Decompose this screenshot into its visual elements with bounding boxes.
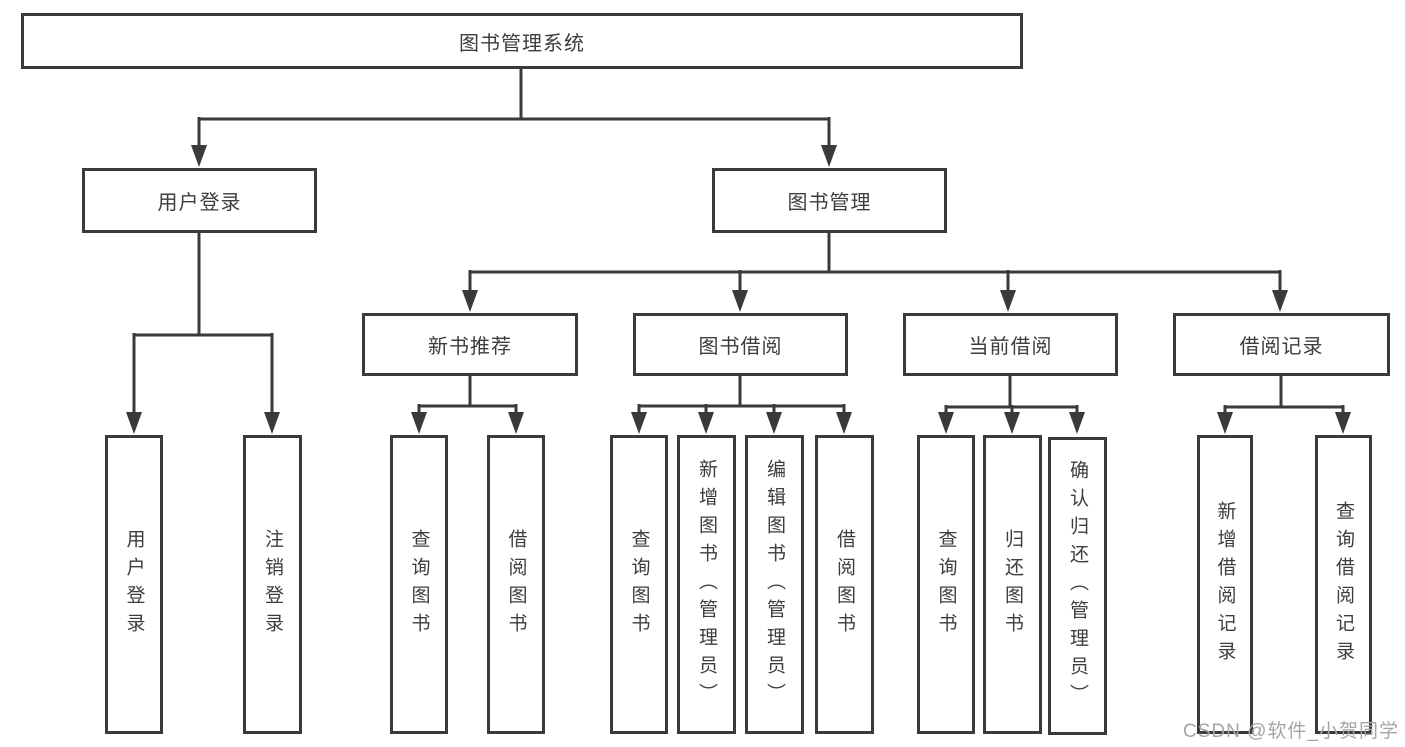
leaf-edit-books-admin: 编辑图书（管理员） xyxy=(745,435,804,734)
leaf-add-books-admin: 新增图书（管理员） xyxy=(677,435,736,734)
leaf-user-login: 用户登录 xyxy=(105,435,163,734)
node-library-system: 图书管理系统 xyxy=(21,13,1023,69)
leaf-borrow-books-label: 借阅图书 xyxy=(834,528,855,641)
node-book-management: 图书管理 xyxy=(712,168,947,233)
node-new-book-recommend-label: 新书推荐 xyxy=(428,336,512,358)
watermark: CSDN @软件_小贺同学 xyxy=(1183,721,1399,742)
leaf-borrow-books-recommend-label: 借阅图书 xyxy=(505,528,527,641)
leaf-logout-label: 注销登录 xyxy=(262,528,283,641)
leaf-query-books-current-label: 查询图书 xyxy=(935,528,957,641)
leaf-query-books-recommend-label: 查询图书 xyxy=(408,528,430,641)
leaf-query-books-borrow-label: 查询图书 xyxy=(628,528,650,641)
leaf-edit-books-admin-label: 编辑图书（管理员） xyxy=(764,458,785,711)
leaf-add-borrow-record-label: 新增借阅记录 xyxy=(1214,500,1236,669)
leaf-add-borrow-record: 新增借阅记录 xyxy=(1197,435,1253,734)
node-book-borrowing-label: 图书借阅 xyxy=(698,336,783,358)
leaf-user-login-label: 用户登录 xyxy=(123,528,145,641)
leaf-confirm-return-admin-label: 确认归还（管理员） xyxy=(1067,460,1088,712)
node-user-login: 用户登录 xyxy=(82,168,317,233)
leaf-query-borrow-record: 查询借阅记录 xyxy=(1315,435,1372,734)
leaf-add-books-admin-label: 新增图书（管理员） xyxy=(696,458,717,711)
leaf-confirm-return-admin: 确认归还（管理员） xyxy=(1048,437,1107,735)
node-borrowing-records-label: 借阅记录 xyxy=(1239,336,1324,358)
leaf-borrow-books: 借阅图书 xyxy=(815,435,874,734)
leaf-query-books-current: 查询图书 xyxy=(917,435,975,734)
node-current-borrowing-label: 当前借阅 xyxy=(968,336,1053,358)
node-current-borrowing: 当前借阅 xyxy=(903,313,1118,376)
leaf-return-books: 归还图书 xyxy=(983,435,1042,734)
node-book-management-label: 图书管理 xyxy=(787,192,872,214)
leaf-query-borrow-record-label: 查询借阅记录 xyxy=(1333,500,1354,669)
leaf-query-books-recommend: 查询图书 xyxy=(390,435,448,734)
node-user-login-label: 用户登录 xyxy=(157,192,242,214)
node-library-system-label: 图书管理系统 xyxy=(459,32,585,55)
leaf-query-books-borrow: 查询图书 xyxy=(610,435,668,734)
leaf-logout: 注销登录 xyxy=(243,435,302,734)
leaf-return-books-label: 归还图书 xyxy=(1002,528,1023,641)
node-book-borrowing: 图书借阅 xyxy=(633,313,848,376)
node-borrowing-records: 借阅记录 xyxy=(1173,313,1390,376)
leaf-borrow-books-recommend: 借阅图书 xyxy=(487,435,545,734)
node-new-book-recommend: 新书推荐 xyxy=(362,313,578,376)
